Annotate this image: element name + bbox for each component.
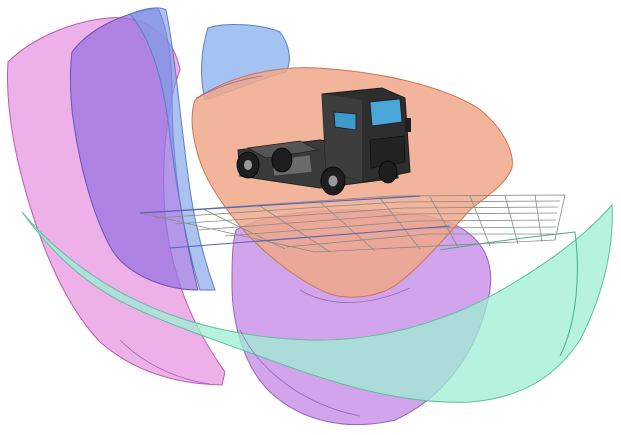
grid-line (535, 195, 542, 242)
truck-windshield (370, 99, 402, 126)
side-mirror (405, 118, 411, 132)
rear-wheel-hub (244, 160, 252, 170)
middle-wheel (272, 148, 292, 172)
side-window (334, 112, 356, 130)
front-wheel-hub (329, 176, 338, 187)
front-right-wheel (379, 161, 397, 183)
